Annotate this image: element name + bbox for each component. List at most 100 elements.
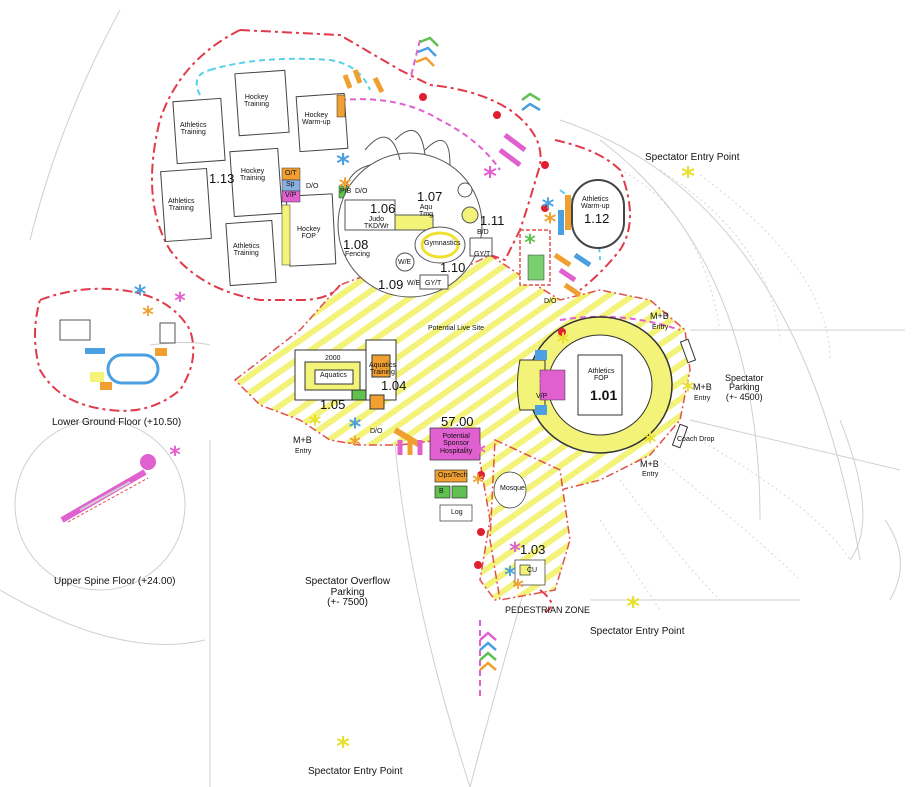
svg-text:*: * [474,441,486,466]
overflow-parking-label: Spectator Overflow Parking (+- 7500) [305,576,391,608]
zone-number: 1.07 [417,189,443,204]
entry-label: Entry [642,471,659,478]
drop-off-label: D/O [355,188,368,195]
zone-number: 1.13 [209,171,235,186]
svg-text:*: * [339,173,352,201]
mb-label: M+B [640,459,659,469]
athletics-warmup-label: Athletics Warm-up [581,196,610,211]
spectator-entry-label: Spectator Entry Point [645,152,740,163]
svg-text:*: * [644,428,657,456]
mosque-label: Mosque [500,485,525,492]
svg-text:*: * [682,376,695,404]
entry-label: Entry [652,324,669,331]
svg-text:*: * [483,162,497,192]
security-points [419,93,566,569]
svg-text:*: * [309,410,322,438]
ot-label: O/T [285,170,297,177]
zone-number: 1.12 [584,211,610,226]
svg-text:*: * [336,149,350,179]
svg-text:*: * [509,539,521,564]
mb-label: M+B [293,435,312,445]
svg-text:*: * [472,471,484,496]
hockey-warmup-label: Hockey Warm-up [302,112,331,127]
spectator-entry-label: Spectator Entry Point [590,626,685,637]
coach-drop-label: Coach Drop [677,436,715,443]
athletics-warmup-track [519,179,625,286]
fencing-label: Fencing [345,251,370,258]
svg-text:*: * [349,433,361,458]
hockey-training-label: Hockey Training [240,168,266,183]
zone-number: 1.05 [320,397,346,412]
lower-ground-plan [59,319,176,390]
drop-off-label: D/O [544,298,557,305]
svg-text:*: * [134,280,147,308]
arena-complex [337,129,493,298]
vip-label: V/P [285,192,297,199]
zone-number: 1.10 [440,260,466,275]
svg-text:*: * [557,328,570,356]
svg-text:*: * [169,443,181,468]
svg-text:*: * [681,162,695,192]
zone-number: 1.04 [381,378,407,393]
spectator-parking-label: Spectator Parking (+- 4500) [725,373,764,402]
lower-ground-floor-label: Lower Ground Floor (+10.50) [52,417,182,428]
spectator-entry-label: Spectator Entry Point [308,766,403,777]
zone-number: 1.11 [480,213,505,228]
upper-spine-floor-label: Upper Spine Floor (+24.00) [54,576,176,587]
judo-label: Judo TKD/Wr [364,216,389,231]
route-chevrons [415,36,541,671]
gyt-label: GY/T [425,280,442,287]
svg-text:*: * [626,592,640,622]
aquatics-label: Aquatics [320,372,347,379]
we-label: W/E [407,280,421,287]
drop-off-lanes [342,69,592,455]
zone-number: 57.00 [441,414,474,429]
aquatics-building [294,339,397,410]
b-label: B [439,488,444,495]
sponsor-ops-blocks [393,427,546,586]
main-stadium [517,316,697,454]
svg-text:*: * [524,231,536,256]
svg-text:*: * [544,208,557,236]
aquatics-seats-label: 2000 [325,355,341,362]
gymnastics-label: Gymnastics [424,240,461,247]
svg-text:*: * [504,563,516,588]
entry-label: Entry [694,395,711,402]
aqu-tmg-label: Aqu Tmg [419,204,433,219]
pedestrian-zone-label: PEDESTRIAN ZONE [505,605,591,615]
entry-markers: * * * * * * * * * * * * * * * * * * * * … [134,149,695,762]
pb-label: P/B [340,188,352,195]
zone-number: 1.08 [343,237,369,252]
sp-label: Sp [286,181,295,188]
hockey-training-label: Hockey Training [244,94,270,109]
athletics-training-label: Athletics Training [168,198,195,213]
zone-number: 1.01 [590,387,618,403]
svg-text:*: * [336,732,350,762]
log-label: Log [451,509,463,516]
svg-text:*: * [349,413,362,441]
parking-rows [599,169,851,611]
sponsor-hospitality-label: Potential Sponsor Hospitality [440,433,473,455]
entry-label: Entry [295,448,312,455]
training-fields [160,69,349,287]
hockey-fop-label: Hockey FOP [297,226,321,241]
athletics-fop-label: Athletics FOP [588,368,615,383]
zone-number: 1.03 [520,542,546,557]
gyt-label: GY/T [474,251,491,258]
svg-text:*: * [539,373,551,398]
svg-text:*: * [512,576,524,601]
svg-text:*: * [542,193,555,221]
svg-text:*: * [174,289,186,314]
cu-label: CU [527,567,538,574]
vp-label: V/P [536,393,548,400]
ops-tech-label: Ops/Tech [438,472,468,479]
athletics-training-label: Athletics Training [233,243,260,258]
aquatics-training-label: Aquatics Training [369,362,396,377]
drop-off-label: D/O [306,183,319,190]
bd-label: B/D [477,229,489,236]
mb-label: M+B [650,311,669,321]
zone-number: 1.09 [378,277,404,292]
athletics-training-label: Athletics Training [180,122,207,137]
we-label: W/E [398,259,412,266]
